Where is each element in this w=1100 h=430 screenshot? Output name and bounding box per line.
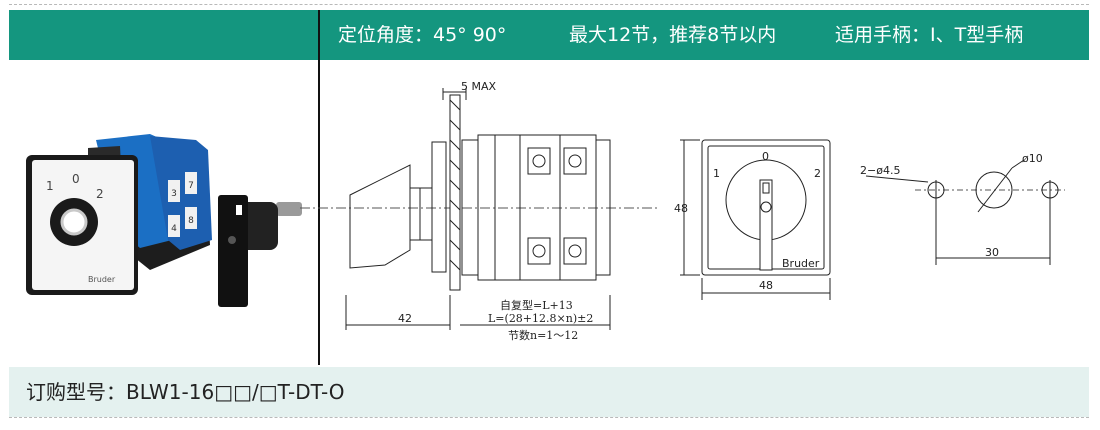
dial-position-label: 1: [46, 179, 54, 193]
order-bar: 订购型号：BLW1-16□□/□T-DT-O: [9, 367, 1089, 417]
mounting-diagram: [865, 159, 1065, 265]
product-photo: 3 4 7 8 1 0 2 Bruder: [26, 134, 302, 307]
handle: [218, 195, 302, 307]
front-brand: Bruder: [782, 257, 820, 270]
bottom-dashed-rule: [9, 417, 1089, 418]
dial-position-label: 2: [96, 187, 104, 201]
deck-number: 8: [188, 216, 194, 226]
sections-spec: 最大12节，推荐8节以内: [569, 24, 777, 46]
technical-drawing: 5 MAX 42 自复型=L+13 L=(28+12.8×n)±2 节数n=1～…: [300, 80, 1065, 342]
front-position-label: 0: [762, 150, 769, 163]
deck-number: 7: [188, 181, 194, 191]
spec-header-bar: 定位角度：45° 90° 最大12节，推荐8节以内 适用手柄：I、T型手柄: [9, 10, 1089, 60]
front-position-label: 1: [713, 167, 720, 180]
front-view: [680, 139, 831, 300]
front-position-label: 2: [814, 167, 821, 180]
front-width-label: 48: [759, 279, 773, 292]
front-plate: 1 0 2 Bruder: [26, 155, 138, 295]
deck-number: 3: [171, 189, 177, 199]
angle-spec: 定位角度：45° 90°: [338, 24, 507, 46]
hole-diameter-label: 2−ø4.5: [860, 164, 900, 177]
order-model: 订购型号：BLW1-16□□/□T-DT-O: [26, 380, 345, 404]
deck-number: 4: [171, 224, 177, 234]
side-width-label: 42: [398, 312, 412, 325]
auto-return-formula: 自复型=L+13: [500, 298, 573, 312]
photo-brand: Bruder: [88, 275, 116, 284]
sections-note: 节数n=1～12: [508, 329, 578, 342]
top-dashed-rule: [9, 4, 1089, 5]
side-view: [300, 88, 660, 330]
hole-spacing-label: 30: [985, 246, 999, 259]
front-height-label: 48: [674, 202, 688, 215]
center-diameter-label: ø10: [1022, 152, 1043, 165]
dial-position-label: 0: [72, 172, 80, 186]
handle-spec: 适用手柄：I、T型手柄: [835, 24, 1024, 46]
column-divider: [318, 10, 320, 365]
max-dimension-label: 5 MAX: [461, 80, 497, 93]
length-formula: L=(28+12.8×n)±2: [488, 312, 593, 325]
